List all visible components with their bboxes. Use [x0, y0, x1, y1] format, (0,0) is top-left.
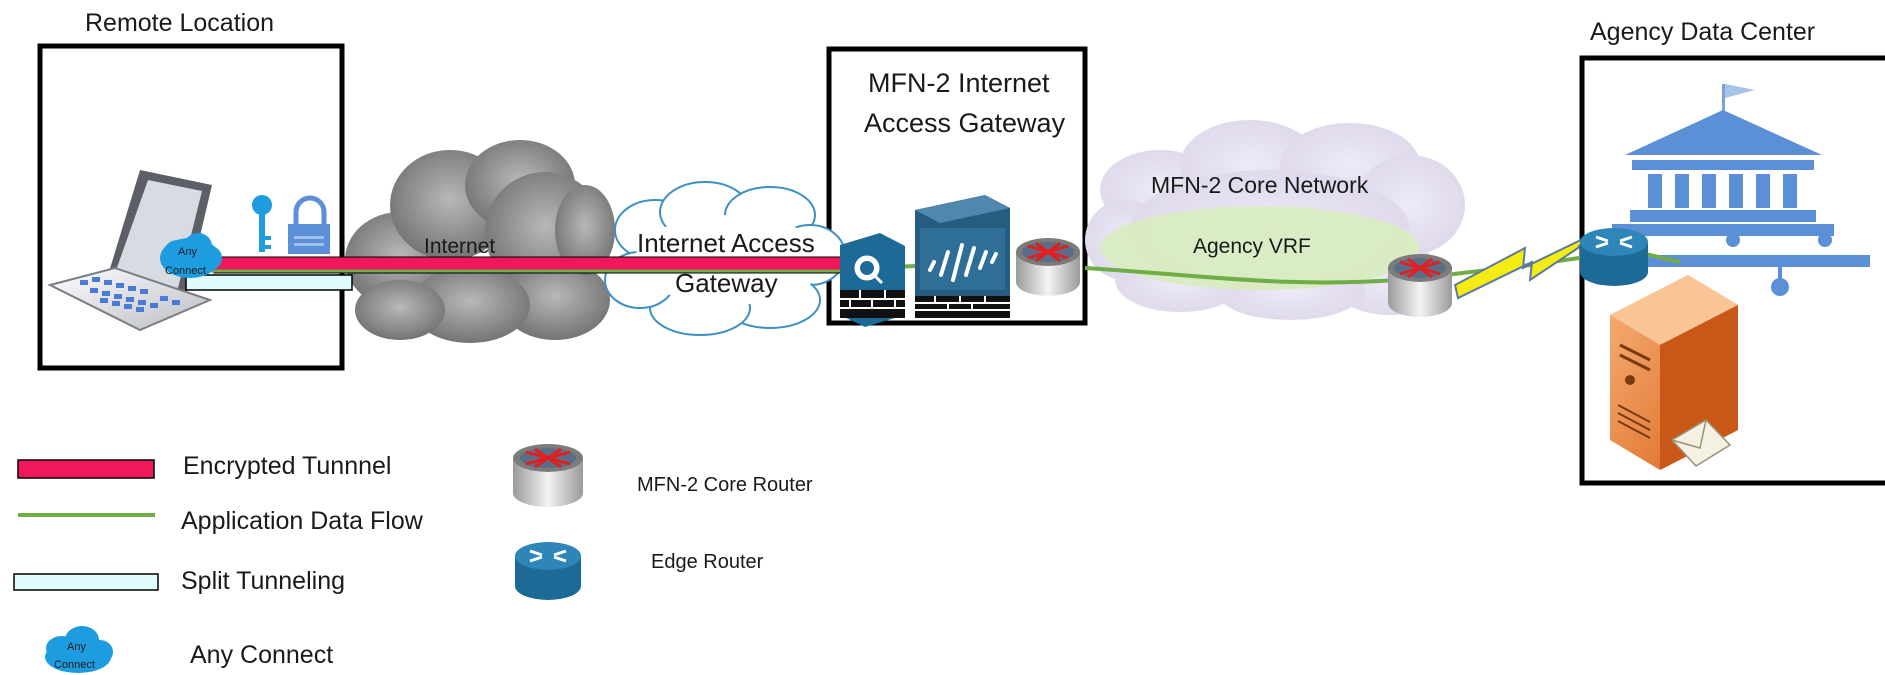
remote-location-box	[37, 43, 345, 371]
legend-anyconnect-icon-line2: Connect	[54, 659, 95, 671]
lightning-bolt-icon	[1453, 235, 1589, 300]
legend-core-router-label: MFN-2 Core Router	[637, 474, 813, 496]
core-router-gateway-icon	[1016, 238, 1080, 296]
remote-location-title: Remote Location	[85, 9, 274, 37]
anyconnect-badge: Any Connect	[160, 233, 222, 278]
legend-edge-router-icon	[515, 542, 581, 600]
gateway-box	[826, 46, 1088, 326]
anyconnect-badge-line2: Connect	[165, 265, 206, 277]
datacenter-title: Agency Data Center	[1590, 18, 1815, 46]
legend-dataflow-label: Application Data Flow	[181, 507, 424, 535]
iag-cloud-label-line1: Internet Access	[637, 228, 815, 258]
gateway-title-line1: MFN-2 Internet	[868, 68, 1050, 98]
vrf-label: Agency VRF	[1193, 235, 1311, 258]
palo-alto-firewall-icon	[915, 195, 1010, 318]
legend-core-router-icon	[513, 444, 583, 507]
asa-firewall-icon	[840, 233, 905, 327]
core-router-edge-icon	[1388, 254, 1452, 317]
key-icon	[252, 195, 272, 252]
agency-building-icon	[1612, 84, 1870, 296]
vrf-cloud	[1100, 206, 1420, 290]
split-tunnel-bar	[185, 274, 353, 291]
gateway-title-line2: Access Gateway	[864, 108, 1066, 138]
internet-cloud-label: Internet	[424, 235, 495, 258]
legend-encrypted-swatch	[17, 459, 155, 479]
legend-anyconnect-icon-line1: Any	[67, 641, 86, 653]
legend-encrypted-label: Encrypted Tunnnel	[183, 452, 391, 480]
legend-anyconnect-icon: Any Connect	[45, 626, 113, 673]
laptop-icon	[47, 170, 213, 332]
core-network-label: MFN-2 Core Network	[1151, 172, 1369, 198]
legend-edge-router-label: Edge Router	[651, 551, 764, 573]
anyconnect-badge-line1: Any	[178, 246, 197, 258]
legend-split-swatch	[13, 573, 159, 591]
server-icon	[1610, 275, 1738, 470]
legend-anyconnect-label: Any Connect	[190, 641, 333, 669]
edge-router-datacenter-icon	[1580, 228, 1648, 286]
lock-icon	[288, 195, 330, 254]
legend-split-label: Split Tunneling	[181, 567, 345, 595]
